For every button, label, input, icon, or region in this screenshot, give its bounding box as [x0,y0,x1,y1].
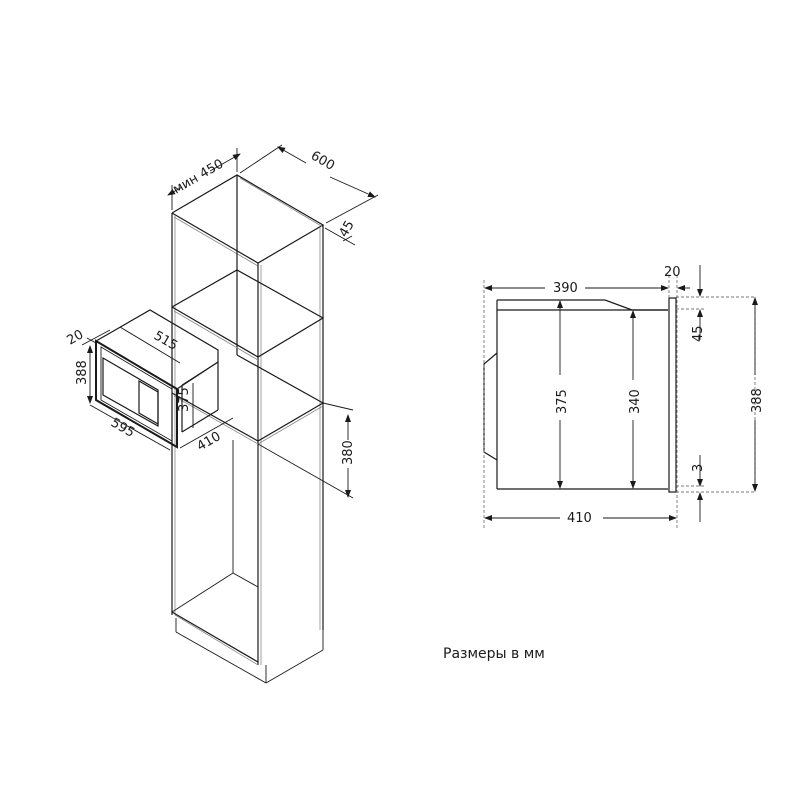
dim-frame-height: 388 [75,360,90,385]
dim-side-bottom-offset: 3 [691,464,706,472]
microwave-isometric [95,309,219,449]
cabinet-isometric [171,174,325,684]
dim-back-gap: 45 [336,218,357,240]
dim-body-depth: 410 [195,429,224,454]
dim-cabinet-width: мин 450 [171,157,227,198]
dim-side-total-depth: 410 [567,511,592,526]
dim-side-body-height: 375 [555,389,570,414]
dim-body-width: 515 [151,328,180,353]
dim-side-inner-height: 340 [628,389,643,414]
microwave-dimensions: 20 388 595 515 375 410 [65,327,234,454]
dim-body-height: 375 [177,387,192,412]
dim-frame-thickness: 20 [65,327,87,348]
dim-niche-height: 380 [341,440,356,465]
dim-frame-width: 595 [108,415,137,440]
dim-side-body-depth: 390 [553,281,578,296]
units-caption: Размеры в мм [443,646,545,662]
microwave-side-view [483,275,756,530]
dim-side-top-offset: 45 [691,325,706,342]
dim-side-frame-height: 388 [750,388,765,413]
dim-side-frame-thickness: 20 [664,265,681,280]
dim-cabinet-depth: 600 [308,148,337,173]
side-view-dimensions: 390 20 45 375 340 388 3 410 [484,265,765,526]
